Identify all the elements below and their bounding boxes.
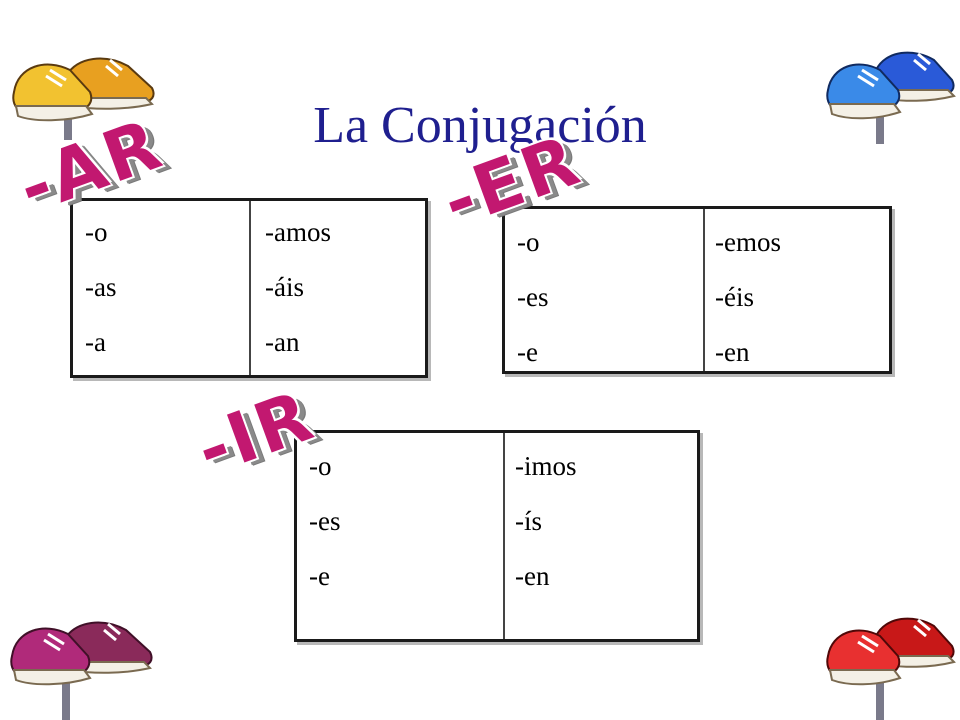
table-divider [703, 209, 705, 371]
ending-cell: -o [309, 451, 332, 481]
sneaker-purple-icon [10, 621, 153, 720]
ending-cell: -e [517, 337, 538, 367]
ending-cell: -ís [515, 506, 542, 536]
sneaker-red-icon [826, 617, 956, 720]
table-divider [503, 433, 505, 639]
singular-column: -o -as -a [85, 205, 116, 370]
ending-cell: -an [265, 327, 300, 357]
ending-cell: -a [85, 327, 106, 357]
ending-cell: -o [517, 227, 540, 257]
ar-conjugation-table: -o -as -a -amos -áis -an [70, 198, 428, 378]
ending-cell: -en [515, 561, 550, 591]
ending-cell: -o [85, 217, 108, 247]
singular-column: -o -es -e [309, 439, 340, 604]
ending-cell: -emos [715, 227, 781, 257]
ending-cell: -es [309, 506, 341, 536]
ending-cell: -e [309, 561, 330, 591]
ending-cell: -as [85, 272, 117, 302]
ending-cell: -éis [715, 282, 754, 312]
ending-cell: -amos [265, 217, 331, 247]
sneaker-blue-icon [826, 51, 956, 144]
ending-cell: -imos [515, 451, 577, 481]
ir-conjugation-table: -o -es -e -imos -ís -en [294, 430, 700, 642]
ending-cell: -es [517, 282, 549, 312]
singular-column: -o -es -e [517, 215, 548, 380]
slide-title: La Conjugación [313, 97, 647, 154]
plural-column: -emos -éis -en [715, 215, 781, 380]
ending-cell: -en [715, 337, 750, 367]
ending-cell: -áis [265, 272, 304, 302]
sneaker-yellow-icon [12, 57, 155, 140]
plural-column: -imos -ís -en [515, 439, 577, 604]
table-divider [249, 201, 251, 375]
er-conjugation-table: -o -es -e -emos -éis -en [502, 206, 892, 374]
plural-column: -amos -áis -an [265, 205, 331, 370]
